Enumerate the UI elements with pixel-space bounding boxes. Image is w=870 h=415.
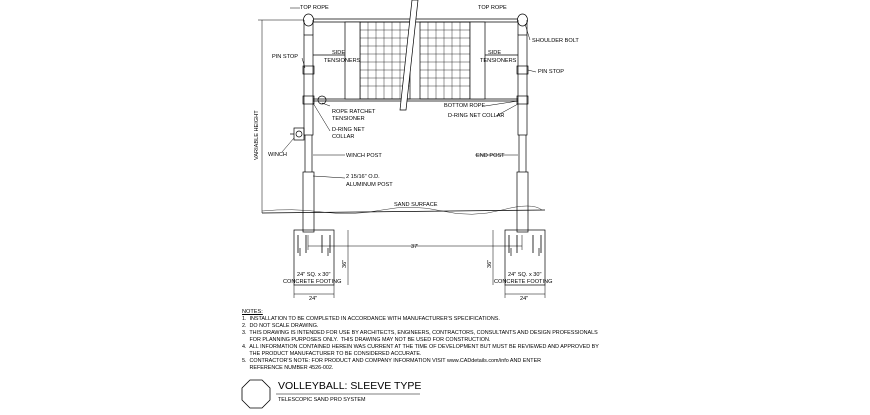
label-winch-post: WINCH POST [346, 153, 382, 159]
net-break-line [399, 0, 419, 111]
sand-texture [261, 205, 543, 215]
label-span: 37' [411, 244, 418, 250]
pin-stop-right [516, 65, 529, 75]
label-rope-ratchet-1: ROPE RATCHET [332, 109, 376, 115]
pin-stop-left [302, 65, 315, 75]
winch-post [303, 34, 314, 136]
label-end-post: END POST [476, 153, 505, 159]
label-side-tensioners-right-2: TENSIONERS [480, 58, 517, 64]
rope-ratchet [317, 95, 327, 105]
label-dring-left-2: COLLAR [332, 134, 354, 140]
label-dring-right: D-RING NET COLLAR [448, 113, 504, 119]
label-footing-right-1: 24" SQ. x 30" [508, 272, 542, 278]
label-top-rope-right: TOP ROPE [478, 5, 507, 11]
label-side-tensioners-left-1: SIDE [332, 50, 345, 56]
label-pin-stop-left: PIN STOP [272, 54, 298, 60]
label-bottom-rope: BOTTOM ROPE [444, 103, 486, 109]
side-tensioner-right [469, 21, 486, 100]
winch-post-cap [303, 13, 314, 27]
label-side-tensioners-right-1: SIDE [488, 50, 501, 56]
label-depth-right: 36" [487, 260, 493, 268]
title-octagon [241, 379, 271, 409]
label-rope-ratchet-2: TENSIONER [332, 116, 365, 122]
end-post [517, 34, 528, 136]
note-1: 1. INSTALLATION TO BE COMPLETED IN ACCOR… [242, 316, 500, 322]
note-3: 3. THIS DRAWING IS INTENDED FOR USE BY A… [242, 330, 598, 343]
footing-right [504, 229, 546, 286]
drawing-subtitle: TELESCOPIC SAND PRO SYSTEM [278, 397, 366, 403]
label-depth-left: 36" [342, 260, 348, 268]
notes-heading: NOTES: [242, 309, 263, 315]
note-5: 5. CONTRACTOR'S NOTE: FOR PRODUCT AND CO… [242, 358, 542, 371]
label-shoulder-bolt: SHOULDER BOLT [532, 38, 579, 44]
label-winch: WINCH [268, 152, 287, 158]
note-2: 2. DO NOT SCALE DRAWING. [242, 323, 319, 329]
winch-post-sleeve [302, 171, 315, 233]
label-width-left: 24" [309, 296, 317, 302]
end-post-cap [517, 13, 528, 27]
label-dring-left-1: D-RING NET [332, 127, 365, 133]
label-footing-left-1: 24" SQ. x 30" [297, 272, 331, 278]
note-4: 4. ALL INFORMATION CONTAINED HEREIN WAS … [242, 344, 599, 357]
label-width-right: 24" [520, 296, 528, 302]
label-pin-stop-right: PIN STOP [538, 69, 564, 75]
label-footing-right-2: CONCRETE FOOTING [494, 279, 552, 285]
drawing-title: VOLLEYBALL: SLEEVE TYPE [278, 380, 422, 392]
label-side-tensioners-left-2: TENSIONERS [324, 58, 361, 64]
label-variable-height: VARIABLE HEIGHT [254, 110, 260, 160]
footing-left [293, 229, 335, 286]
sand-surface-line [261, 209, 546, 214]
label-post-size-1: 2 15/16" O.D. [346, 174, 380, 180]
dring-collar-left [302, 95, 315, 105]
dring-collar-right [516, 95, 529, 105]
label-top-rope-left: TOP ROPE [300, 5, 329, 11]
label-post-size-2: ALUMINUM POST [346, 182, 393, 188]
label-sand-surface: SAND SURFACE [394, 202, 438, 208]
label-footing-left-2: CONCRETE FOOTING [283, 279, 341, 285]
net-right-panel [419, 21, 471, 100]
winch [293, 127, 305, 141]
end-post-sleeve [516, 171, 529, 233]
side-tensioner-left [344, 21, 361, 100]
